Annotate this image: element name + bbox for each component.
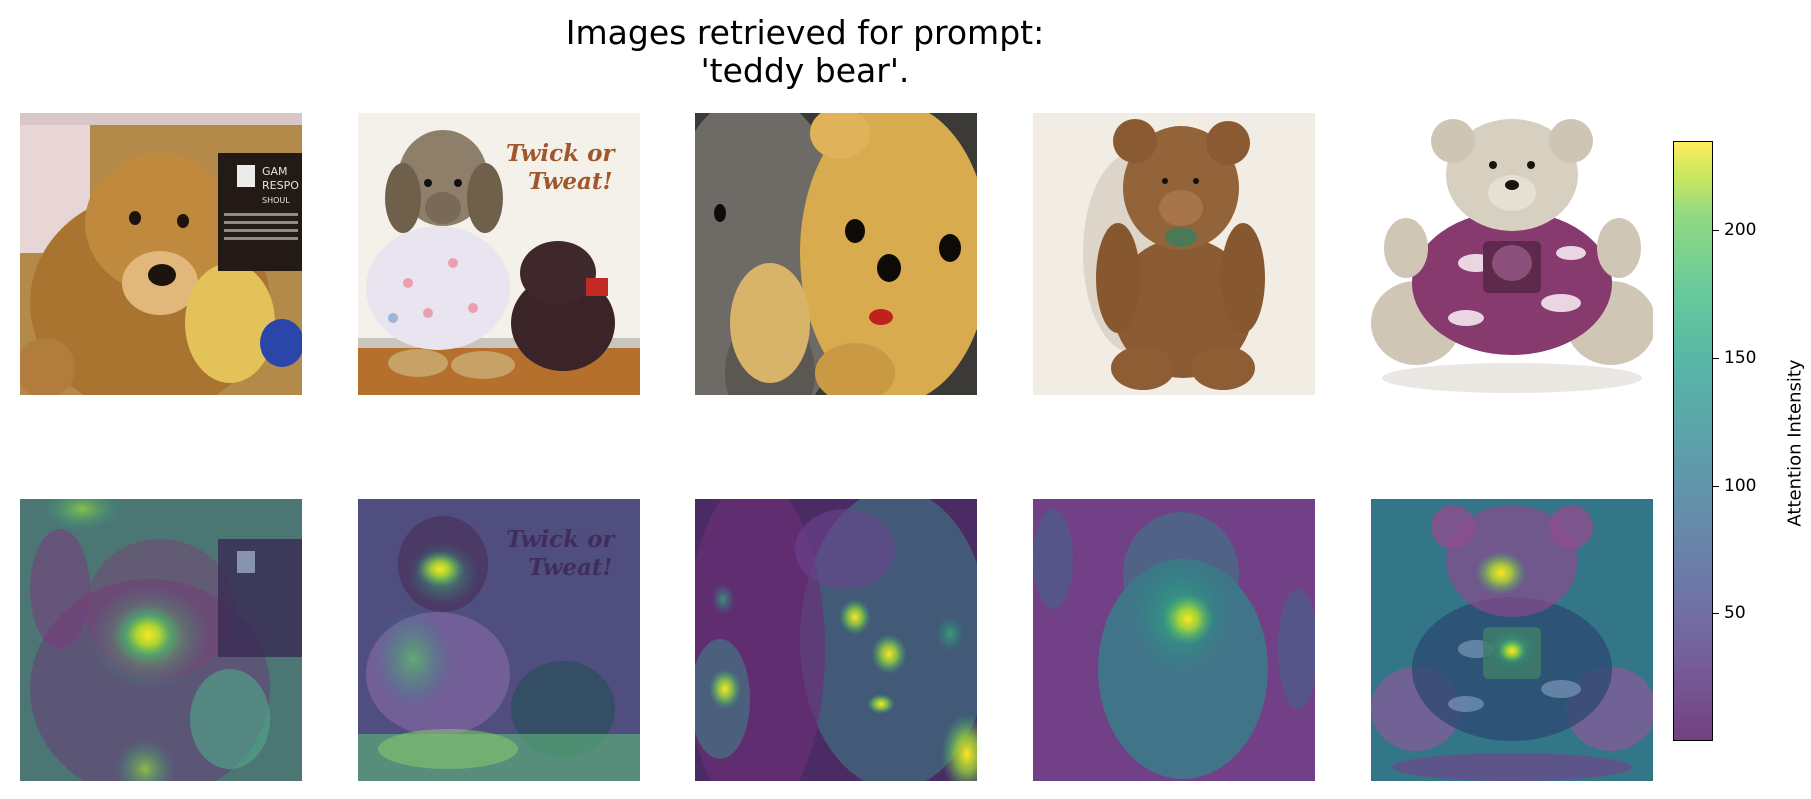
colorbar-tick-label: 100 (1724, 475, 1757, 496)
colorbar (1673, 141, 1713, 741)
colorbar-tick-mark (1713, 230, 1719, 232)
image-4-original (1033, 113, 1315, 395)
image-2-overlay-text-line-1: Twick or (506, 526, 616, 553)
colorbar-tick-label: 150 (1724, 348, 1757, 369)
image-1-original: GAM RESPO SHOUL (20, 113, 302, 395)
image-4-attention-overlay (1033, 499, 1315, 781)
figure-title-line-2: 'teddy bear'. (700, 51, 910, 90)
colorbar-tick-mark (1713, 485, 1719, 487)
image-1-sign-text-2: RESPO (262, 179, 299, 192)
image-3-attention-overlay (695, 499, 977, 781)
image-2-attention-overlay: Twick or Tweat! (358, 499, 640, 781)
image-2-text-line-1: Twick or (506, 140, 616, 167)
image-1-sign-text-1: GAM (262, 165, 288, 178)
image-3-original (695, 113, 977, 395)
image-2-text-line-2: Tweat! (528, 168, 613, 195)
colorbar-tick-mark (1713, 613, 1719, 615)
image-5-original (1371, 113, 1653, 395)
colorbar-tick-label: 200 (1724, 220, 1757, 241)
figure-title: Images retrieved for prompt: 'teddy bear… (505, 14, 1105, 90)
colorbar-label: Attention Intensity (1784, 359, 1806, 527)
image-5-attention-overlay (1371, 499, 1653, 781)
colorbar-tick-label: 50 (1724, 603, 1746, 624)
figure-title-line-1: Images retrieved for prompt: (565, 13, 1045, 52)
colorbar-tick-mark (1713, 358, 1719, 360)
image-1-attention-overlay (20, 499, 302, 781)
image-1-sign-text-3: SHOUL (262, 196, 290, 205)
image-2-original: Twick or Tweat! (358, 113, 640, 395)
image-2-overlay-text-line-2: Tweat! (528, 554, 613, 581)
